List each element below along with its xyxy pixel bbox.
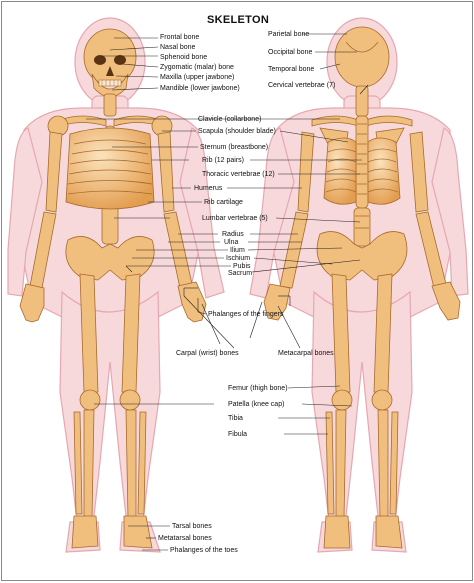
label-ischium: Ischium <box>226 255 251 262</box>
front-ribcage <box>65 127 155 210</box>
label-pubis: Pubis <box>233 263 251 270</box>
front-left-hand <box>19 283 45 323</box>
label-radius: Radius <box>222 231 244 238</box>
back-lumbar-vertebrae <box>353 207 371 247</box>
label-mandible: Mandible (lower jawbone) <box>160 85 240 92</box>
label-frontal-bone: Frontal bone <box>160 34 200 41</box>
label-rib-cartilage: Rib cartilage <box>204 199 243 206</box>
front-skull <box>83 28 137 86</box>
label-zygomatic-bone: Zygomatic (malar) bone <box>160 64 234 71</box>
label-maxilla: Maxilla (upper jawbone) <box>160 74 235 81</box>
label-tarsal-bones: Tarsal bones <box>172 523 212 530</box>
front-left-clavicle <box>59 115 107 127</box>
label-femur: Femur (thigh bone) <box>228 385 288 392</box>
front-cervical-vertebrae <box>103 93 117 117</box>
back-bones <box>263 26 461 549</box>
front-skull-details <box>94 55 126 87</box>
label-parietal-bone: Parietal bone <box>268 31 310 38</box>
label-ilium: Ilium <box>230 247 245 254</box>
front-left-femur <box>79 273 99 393</box>
label-sphenoid-bone: Sphenoid bone <box>160 54 208 61</box>
label-scapula: Scapula (shoulder blade) <box>198 128 276 135</box>
front-left-foot <box>71 515 99 549</box>
label-occipital-bone: Occipital bone <box>268 49 313 56</box>
label-rib: Rib (12 pairs) <box>202 157 245 164</box>
label-tibia: Tibia <box>228 415 243 422</box>
leader-lines <box>86 33 369 551</box>
label-lumbar-vertebrae: Lumbar vertebrae (5) <box>202 215 268 222</box>
label-phalanges-toes: Phalanges of the toes <box>170 547 238 554</box>
label-phalanges-fingers: Phalanges of the fingers <box>208 311 284 318</box>
front-right-patella <box>119 389 141 411</box>
label-temporal-bone: Temporal bone <box>268 66 315 73</box>
back-skull <box>334 26 390 88</box>
front-mandible <box>91 73 129 98</box>
front-left-patella <box>79 389 101 411</box>
front-right-foot <box>123 515 153 549</box>
front-left-humerus <box>45 131 63 213</box>
diagram-title: SKELETON <box>207 14 270 26</box>
label-ulna: Ulna <box>224 239 239 246</box>
label-humerus: Humerus <box>194 185 223 192</box>
back-ribcage <box>323 41 401 229</box>
label-clavicle: Clavicle (collarbone) <box>198 116 262 123</box>
label-carpal-bones: Carpal (wrist) bones <box>176 350 239 357</box>
front-pelvis <box>65 236 155 281</box>
label-nasal-bone: Nasal bone <box>160 44 196 51</box>
label-metatarsal-bones: Metatarsal bones <box>158 535 212 542</box>
front-right-tibia <box>125 409 137 519</box>
front-right-humerus <box>157 131 175 213</box>
front-left-tibia <box>83 409 95 519</box>
label-thoracic-vertebrae: Thoracic vertebrae (12) <box>202 171 275 178</box>
label-fibula: Fibula <box>228 431 248 438</box>
label-metacarpal-bones: Metacarpal bones <box>278 350 334 357</box>
front-figure <box>7 17 225 553</box>
label-sacrum: Sacrum <box>228 270 253 277</box>
label-patella: Patella (knee cap) <box>228 401 285 408</box>
label-cervical-vertebrae: Cervical vertebrae (7) <box>268 82 336 89</box>
back-cervical-vertebrae <box>355 85 369 117</box>
back-figure <box>249 17 469 553</box>
label-sternum: Sternum (breastbone) <box>200 144 269 151</box>
back-pelvis <box>316 231 408 281</box>
